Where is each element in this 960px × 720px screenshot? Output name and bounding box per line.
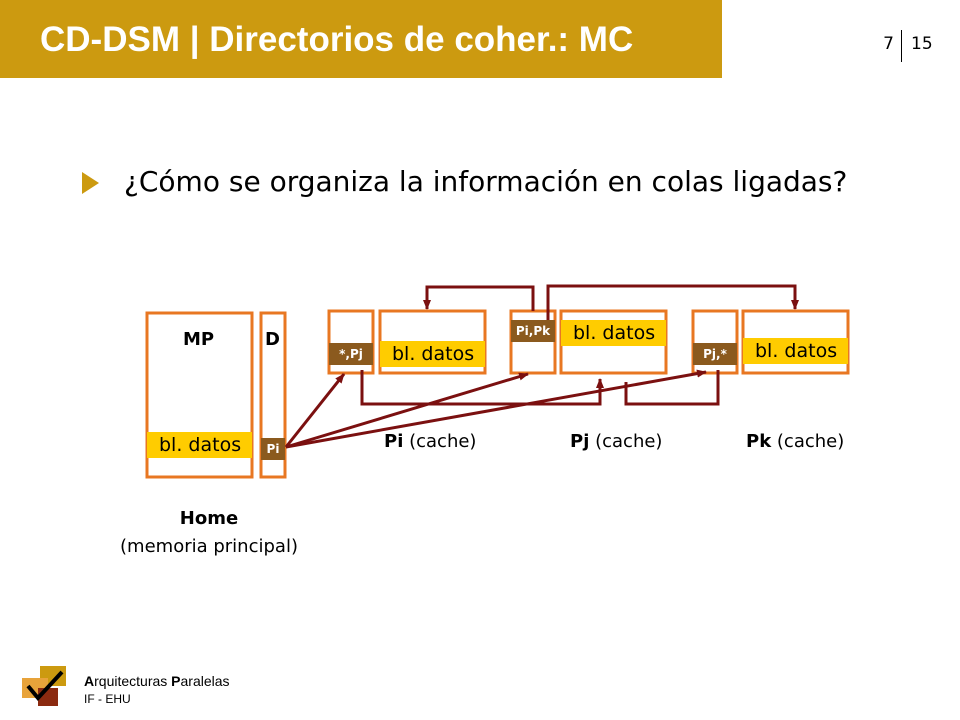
pi-tag-box bbox=[327, 309, 375, 375]
mp-data-block: bl. datos bbox=[147, 432, 252, 458]
pi-next-pj-arrow bbox=[360, 370, 604, 406]
mp-label: MP bbox=[183, 329, 215, 350]
chapter-number: 7 bbox=[883, 34, 894, 54]
page-number-divider bbox=[901, 30, 902, 62]
dir-to-pj-arrow bbox=[285, 372, 529, 449]
footer-title: Arquitecturas Paralelas bbox=[84, 673, 230, 689]
pi-cache-name: Pi bbox=[384, 431, 404, 452]
question-text: ¿Cómo se organiza la información en cola… bbox=[124, 165, 848, 198]
header-bar bbox=[0, 0, 722, 78]
pk-cache-label: Pk (cache) bbox=[746, 431, 844, 452]
dir-to-pk-arrow bbox=[285, 369, 707, 449]
footer-initial-a: A bbox=[84, 673, 95, 689]
title-subtitle: Directorios de coher.: MC bbox=[209, 20, 634, 59]
pj-cache-name: Pj bbox=[570, 431, 590, 452]
mp-box bbox=[145, 311, 254, 479]
footer-word-2-rest: aralelas bbox=[180, 673, 230, 689]
slide-title: CD-DSM | Directorios de coher.: MC bbox=[40, 20, 633, 60]
directory-entry-pi: Pi bbox=[261, 438, 285, 460]
pk-pointer-tag: Pj,* bbox=[693, 343, 737, 365]
title-main: CD-DSM bbox=[40, 20, 180, 59]
pj-cache-label: Pj (cache) bbox=[570, 431, 662, 452]
pj-data-block: bl. datos bbox=[561, 320, 666, 346]
home-caption: Home bbox=[179, 508, 239, 529]
pk-cache-name: Pk bbox=[746, 431, 772, 452]
pi-pointer-tag: *,Pj bbox=[329, 343, 373, 365]
footer-initial-p: P bbox=[171, 673, 181, 689]
footer-subtitle: IF - EHU bbox=[84, 692, 131, 706]
title-separator: | bbox=[189, 20, 200, 59]
pj-prev-pi-arrow bbox=[423, 285, 535, 311]
pi-cache-suffix: (cache) bbox=[403, 431, 477, 452]
pj-cache-suffix: (cache) bbox=[589, 431, 663, 452]
pk-data-block: bl. datos bbox=[743, 338, 848, 364]
pi-cache-label: Pi (cache) bbox=[384, 431, 476, 452]
dir-to-pi-arrow bbox=[284, 373, 346, 448]
pk-cache-suffix: (cache) bbox=[771, 431, 845, 452]
slide-number: 15 bbox=[911, 34, 933, 54]
footer-word-1-rest: rquitecturas bbox=[94, 673, 172, 689]
home-subcaption: (memoria principal) bbox=[120, 536, 298, 557]
pi-data-block: bl. datos bbox=[380, 341, 485, 367]
checkmark-logo-icon bbox=[22, 666, 66, 706]
pj-next-pk-link bbox=[624, 370, 720, 406]
pk-prev-pj-arrow bbox=[546, 284, 799, 330]
pj-pointer-tag: Pi,Pk bbox=[511, 320, 555, 342]
bullet-triangle-icon bbox=[82, 172, 99, 194]
pk-tag-box bbox=[691, 309, 739, 375]
directory-box bbox=[259, 311, 287, 479]
d-label: D bbox=[265, 329, 280, 350]
